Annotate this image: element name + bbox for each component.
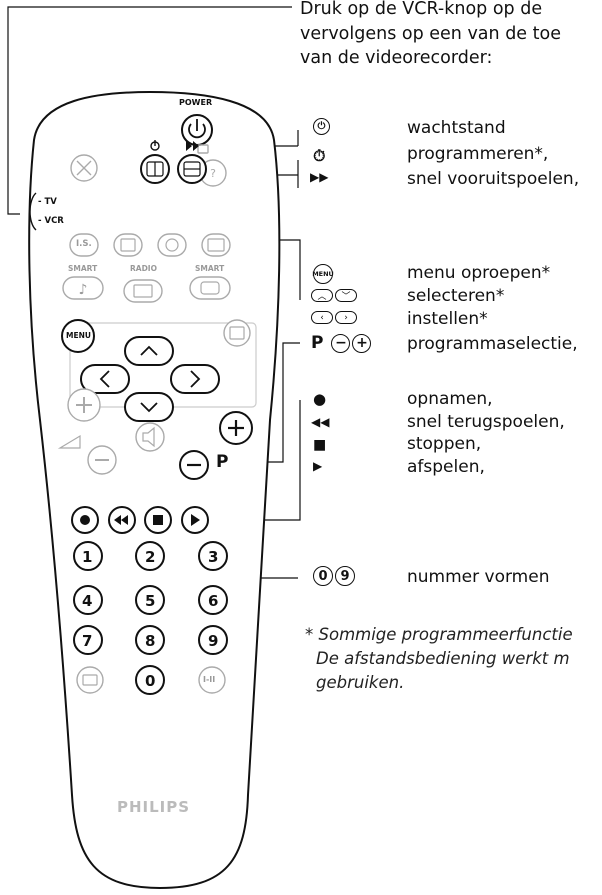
progsel-legend-icon: P−+	[311, 333, 371, 353]
legend-standby: wachtstand	[407, 118, 506, 138]
brand-logo: PHILIPS	[117, 798, 190, 816]
screen-format-button[interactable]	[202, 234, 230, 256]
p-label: P	[216, 452, 228, 472]
stop-legend-icon: ■	[313, 437, 326, 453]
legend-play: afspelen,	[407, 457, 485, 477]
menu-legend-icon: MENU	[313, 264, 333, 284]
menu-label: MENU	[66, 331, 91, 340]
key-0: 0	[145, 672, 155, 690]
av-input-button[interactable]	[77, 667, 103, 693]
intro-line-2: vervolgens op een van de toe	[300, 24, 561, 44]
radio-button[interactable]	[124, 280, 162, 302]
cursor-right-button[interactable]	[171, 365, 219, 393]
legend-menu: menu oproepen*	[407, 263, 550, 283]
remote-body	[29, 92, 279, 888]
footnote-line-2: De afstandsbediening werkt m	[316, 649, 570, 669]
key-6: 6	[208, 592, 218, 610]
timer-program-icon: ⏱	[313, 146, 325, 166]
key-5: 5	[145, 592, 155, 610]
legend-program: programmeren*,	[407, 144, 548, 164]
cursor-up-button[interactable]	[125, 337, 173, 365]
legend-numbers: nummer vormen	[407, 567, 549, 587]
mute-button[interactable]	[136, 423, 164, 451]
tv-label: - TV	[38, 197, 57, 207]
play-legend-icon: ▶	[313, 459, 322, 473]
smart-picture-button[interactable]	[190, 277, 230, 299]
music-note-icon: ♪	[79, 282, 88, 298]
frame-button[interactable]	[114, 234, 142, 256]
intro-line-3: van de videorecorder:	[300, 48, 492, 68]
key-7: 7	[82, 632, 92, 650]
key-8: 8	[145, 632, 155, 650]
radio-label: RADIO	[130, 264, 157, 273]
stop-icon	[153, 515, 163, 525]
smart-right-label: SMART	[195, 264, 224, 273]
key-9: 9	[208, 632, 218, 650]
footnote-line-1: * Sommige programmeerfunctie	[305, 625, 573, 645]
smart-left-label: SMART	[68, 264, 97, 273]
key-3: 3	[208, 548, 218, 566]
legend-progsel: programmaselectie,	[407, 334, 578, 354]
legend-record: opnamen,	[407, 389, 493, 409]
leftright-legend-icon: ‹›	[311, 311, 357, 324]
legend-stop: stoppen,	[407, 434, 481, 454]
timer-grey-button[interactable]	[158, 234, 186, 256]
teletext-button[interactable]	[224, 320, 250, 346]
is-label: I.S.	[76, 239, 92, 249]
cursor-left-button[interactable]	[81, 365, 129, 393]
power-label: POWER	[179, 98, 212, 107]
key-2: 2	[145, 548, 155, 566]
cursor-down-button[interactable]	[125, 393, 173, 421]
legend-select: selecteren*	[407, 286, 504, 306]
updown-legend-icon: ︿﹀	[311, 289, 357, 302]
record-legend-icon: ●	[313, 390, 326, 408]
legend-ffwd: snel vooruitspoelen,	[407, 169, 579, 189]
legend-adjust: instellen*	[407, 309, 488, 329]
key-1: 1	[82, 548, 92, 566]
legend-rewind: snel terugspoelen,	[407, 412, 565, 432]
key-4: 4	[82, 592, 92, 610]
footnote-line-3: gebruiken.	[316, 673, 404, 693]
help-glyph: ?	[210, 167, 216, 180]
intro-line-1: Druk op de VCR-knop op de	[300, 0, 542, 19]
rewind-legend-icon: ◀◀	[311, 415, 329, 429]
vcr-label: - VCR	[38, 216, 64, 226]
record-icon	[80, 515, 90, 525]
standby-icon: ⏻	[313, 118, 330, 135]
ii-label: I-II	[203, 675, 215, 684]
ffwd-legend-icon: ▶▶	[310, 170, 328, 184]
